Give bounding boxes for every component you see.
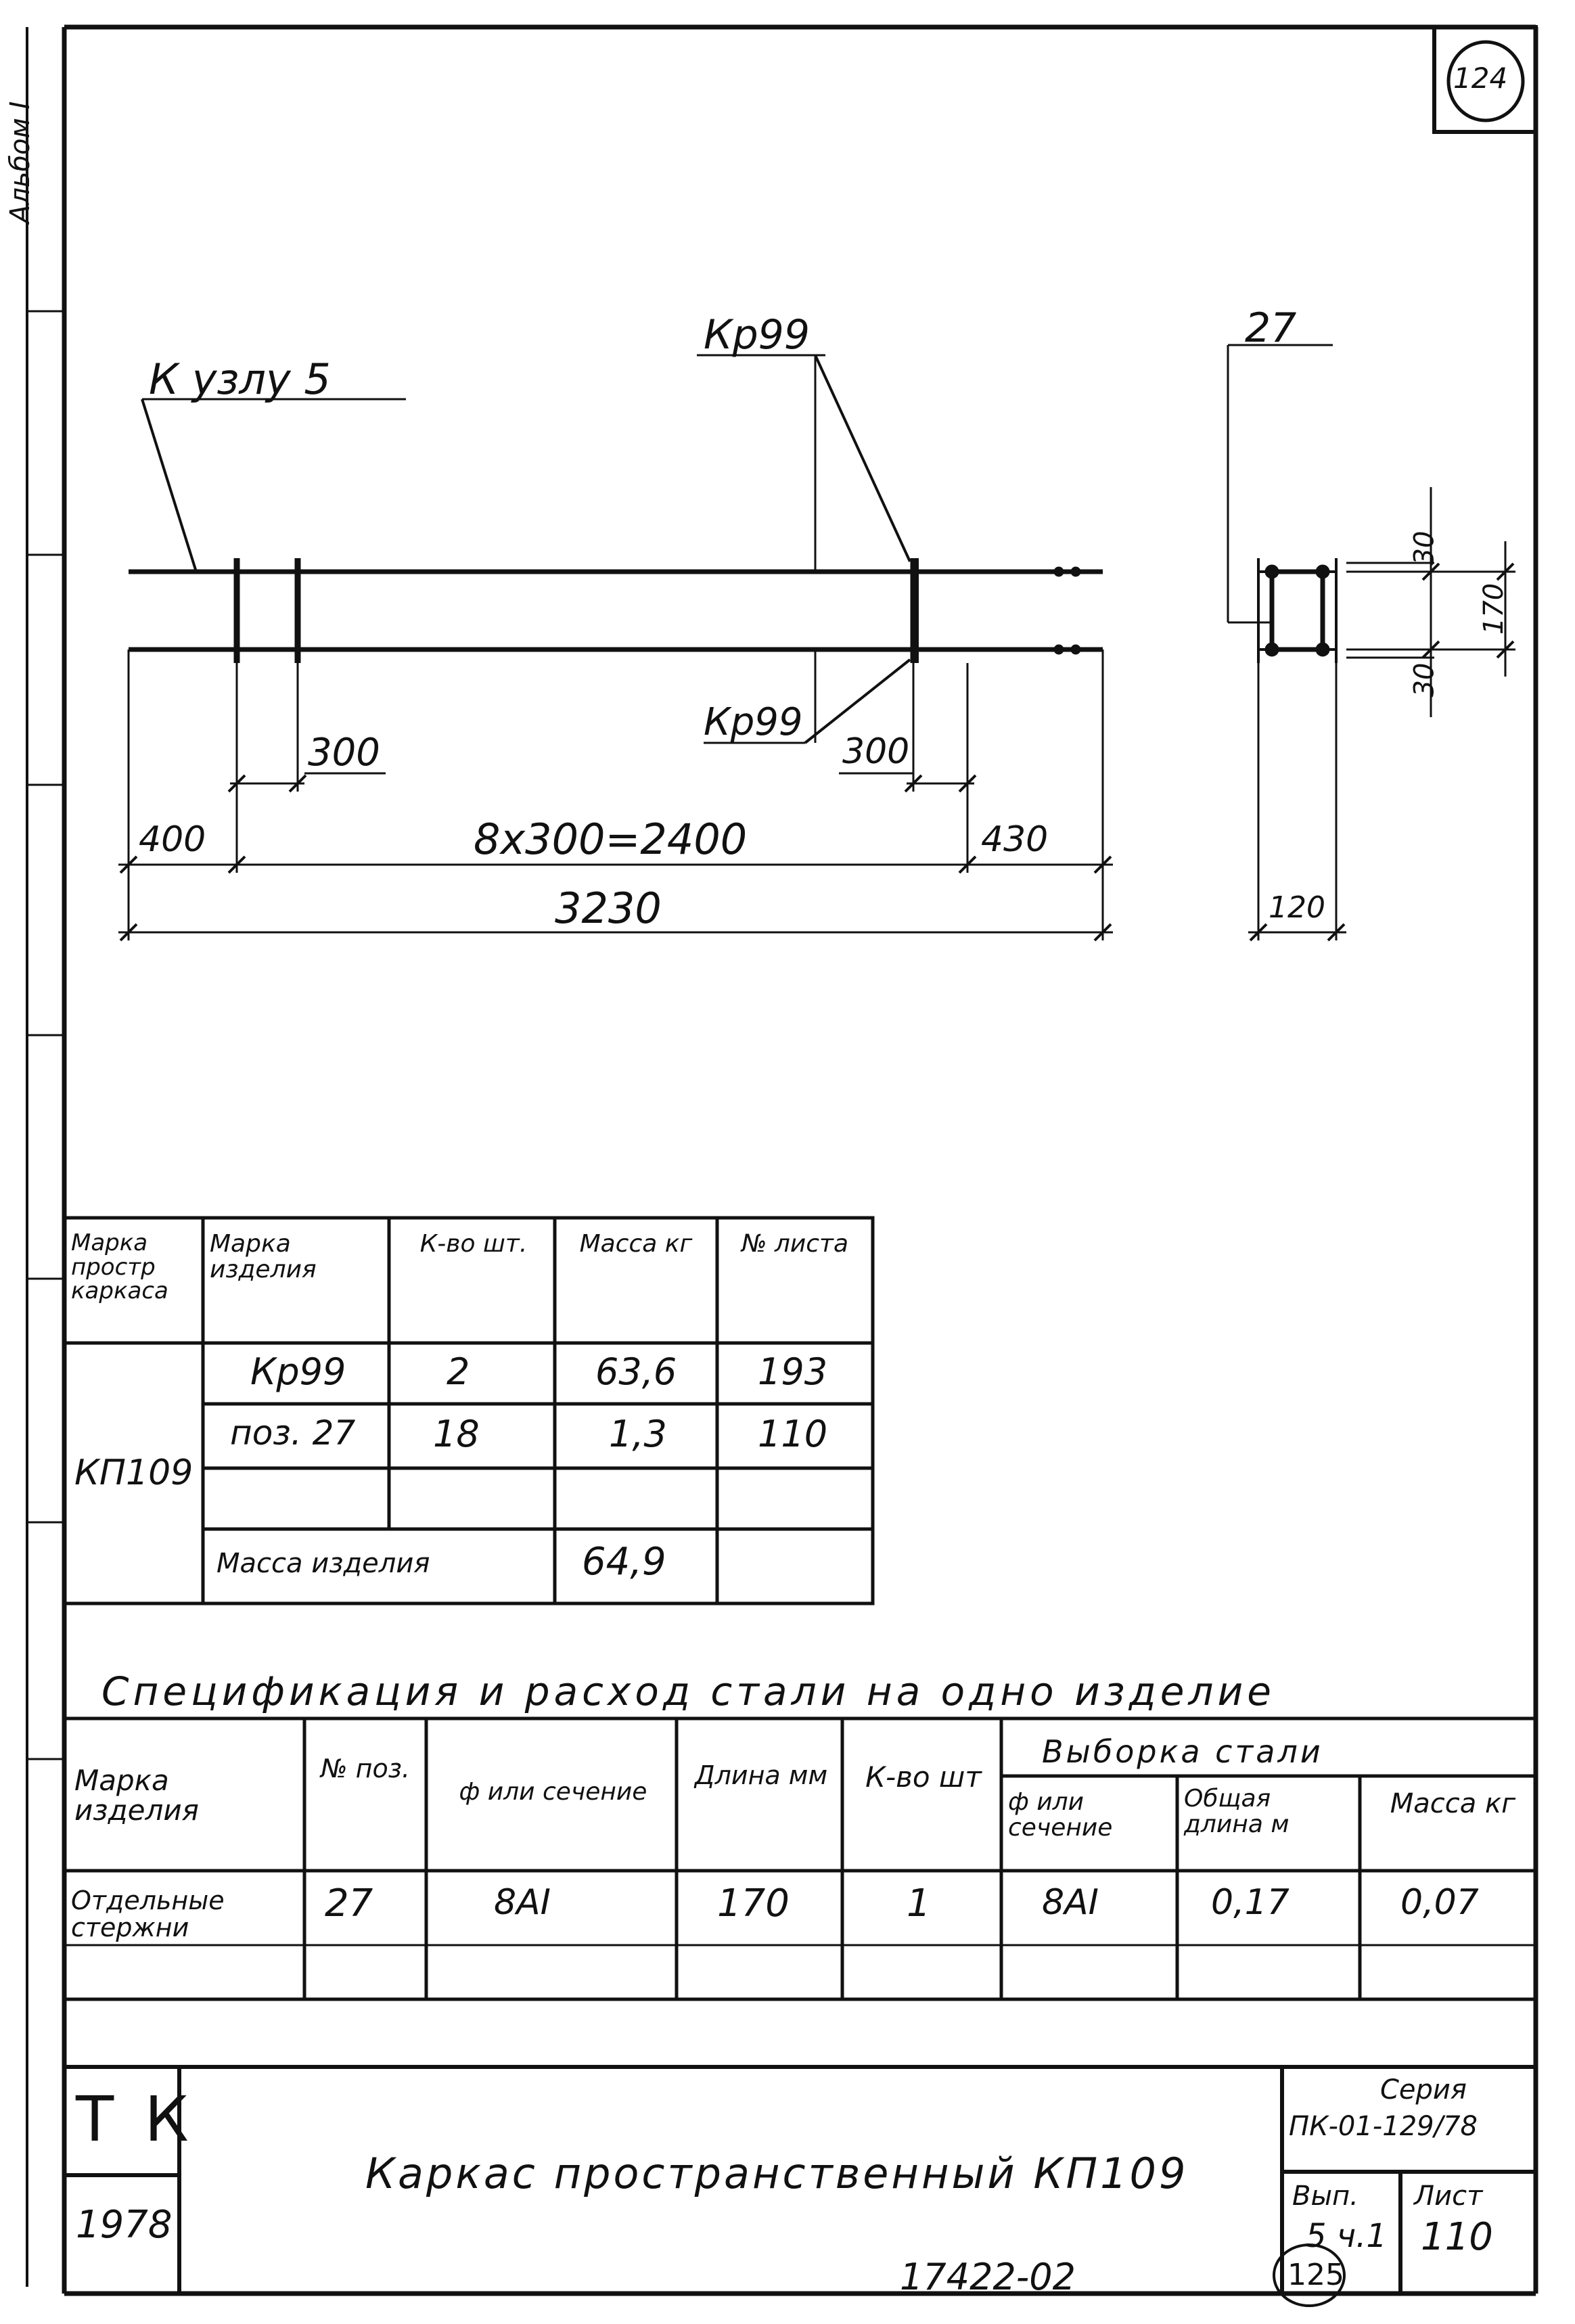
callout-kr-bottom: Кр99 <box>704 700 803 744</box>
spec-row-length: 170 <box>717 1882 790 1926</box>
comp-header-frame: Марка простр каркаса <box>71 1229 168 1305</box>
spec-header-sel-mass: Масса кг <box>1390 1788 1516 1819</box>
dim-3230: 3230 <box>555 884 662 933</box>
spec-header-qty: К-во шт <box>865 1760 982 1794</box>
footer-page-circle: 125 <box>1287 2258 1344 2292</box>
comp-total-value: 64,9 <box>582 1540 666 1584</box>
spec-header-sel-diam: ф или сечение <box>1008 1788 1113 1842</box>
comp-row2-mass: 1,3 <box>609 1413 667 1455</box>
dim-2400: 8х300=2400 <box>474 815 748 864</box>
comp-row2-qty: 18 <box>433 1413 480 1455</box>
comp-row1-sheet: 193 <box>758 1350 828 1393</box>
spec-header-sel-length: Общая длина м <box>1184 1785 1289 1838</box>
section-pos-label: 27 <box>1245 304 1297 352</box>
spec-header-mark: Марка изделия <box>74 1764 199 1827</box>
footer-doc-number: 17422-02 <box>900 2256 1076 2298</box>
spec-row-sel-length: 0,17 <box>1211 1882 1289 1923</box>
issue-value: 5 ч.1 <box>1306 2217 1387 2255</box>
corner-sheet-number: 124 <box>1453 62 1508 95</box>
frame-elevation <box>118 354 1113 942</box>
binder-label: Альбом I <box>5 101 36 223</box>
comp-row1-item: Кр99 <box>250 1350 346 1393</box>
spec-header-steel: Выборка стали <box>1042 1733 1323 1770</box>
comp-row1-qty: 2 <box>447 1350 470 1393</box>
title-block-year: 1978 <box>76 2203 173 2247</box>
comp-row2-item: поз. 27 <box>230 1413 356 1453</box>
cross-section <box>1227 344 1515 942</box>
comp-header-mass: Масса кг <box>579 1230 693 1258</box>
dim-300-right: 300 <box>842 731 910 772</box>
callout-kr-top: Кр99 <box>704 311 811 359</box>
sheet-number: 110 <box>1421 2215 1493 2259</box>
spec-row-sel-mass: 0,07 <box>1400 1882 1479 1923</box>
comp-header-qty: К-во шт. <box>419 1230 528 1258</box>
sheet-label: Лист <box>1414 2181 1483 2212</box>
title-block-grid <box>64 2065 1536 2294</box>
title-block-tk: Т К <box>76 2083 194 2156</box>
spec-row-pos: 27 <box>325 1882 373 1926</box>
comp-row2-sheet: 110 <box>758 1413 828 1455</box>
comp-header-item: Марка изделия <box>210 1230 317 1283</box>
issue-label: Вып. <box>1292 2181 1359 2212</box>
dim-400: 400 <box>139 819 206 860</box>
spec-header-diam: ф или сечение <box>459 1778 647 1806</box>
series-label: Серия <box>1380 2074 1467 2105</box>
dim-430: 430 <box>981 819 1049 860</box>
spec-header-length: Длина мм <box>694 1760 828 1790</box>
dim-30-bottom: 30 <box>1409 662 1440 698</box>
dim-170: 170 <box>1478 583 1510 635</box>
comp-total-label: Масса изделия <box>216 1548 430 1579</box>
dim-300-left: 300 <box>308 731 380 775</box>
spec-row-sel-diam: 8AI <box>1042 1882 1099 1923</box>
callout-node: К узлу 5 <box>149 355 331 404</box>
comp-row1-mass: 63,6 <box>595 1350 677 1393</box>
series-value: ПК-01-129/78 <box>1289 2111 1478 2142</box>
spec-row-mark: Отдельные стержни <box>71 1886 225 1942</box>
spec-row-qty: 1 <box>907 1882 931 1926</box>
comp-header-sheet: № листа <box>741 1230 849 1258</box>
spec-row-diam: 8AI <box>494 1882 551 1923</box>
spec-title: Спецификация и расход стали на одно изде… <box>101 1668 1275 1714</box>
dim-30-top: 30 <box>1409 530 1440 566</box>
spec-header-pos: № поз. <box>321 1754 410 1783</box>
composition-table-grid <box>62 1216 875 1605</box>
dim-120: 120 <box>1269 890 1325 925</box>
drawing-title: Каркас пространственный КП109 <box>365 2149 1189 2198</box>
comp-frame-mark: КП109 <box>74 1453 193 1493</box>
